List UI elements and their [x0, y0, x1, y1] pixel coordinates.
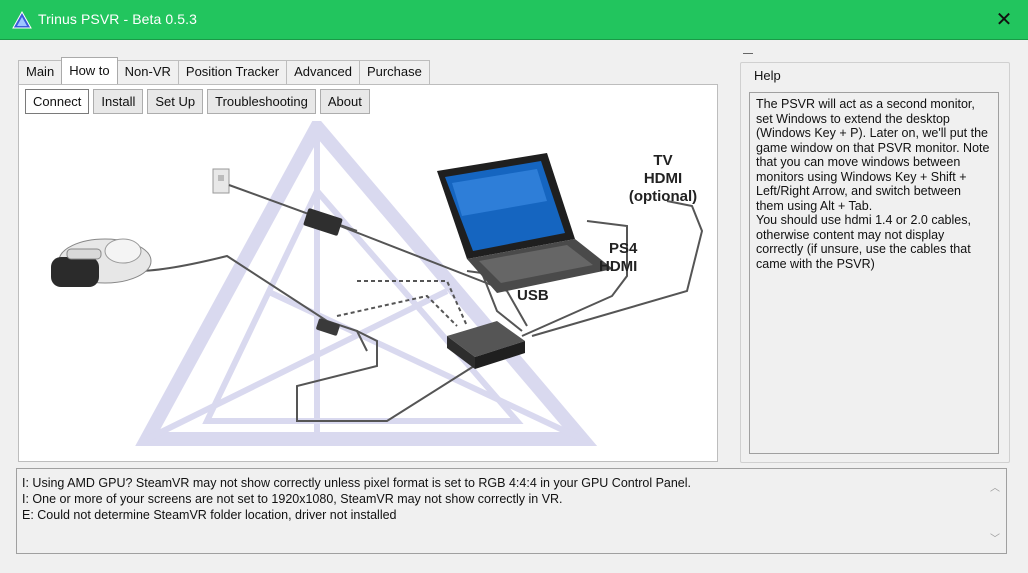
psvr-headset-icon	[51, 238, 152, 287]
tab-how-to[interactable]: How to	[61, 57, 118, 84]
tv-hdmi-label: HDMI	[644, 170, 682, 187]
help-group-legend: Help	[751, 68, 784, 83]
subtab-about[interactable]: About	[319, 89, 370, 114]
help-group-divider	[743, 53, 753, 54]
cable-inline-box-icon	[303, 208, 343, 336]
log-scroll-down-button[interactable]: ﹀	[990, 534, 1000, 545]
trinus-app-icon	[12, 11, 32, 29]
subtab-install[interactable]: Install	[93, 89, 144, 114]
tab-advanced[interactable]: Advanced	[286, 60, 360, 84]
tv-optional-label: (optional)	[629, 188, 697, 205]
tab-position-tracker[interactable]: Position Tracker	[177, 60, 288, 84]
subtab-set-up[interactable]: Set Up	[147, 89, 204, 114]
tab-non-vr[interactable]: Non-VR	[116, 60, 179, 84]
tab-main[interactable]: Main	[18, 60, 63, 84]
connection-diagram: TV HDMI (optional) PS4 HDMI USB	[27, 121, 711, 457]
help-text-box[interactable]: The PSVR will act as a second monitor, s…	[749, 92, 999, 454]
title-bar[interactable]: Trinus PSVR - Beta 0.5.3 ✕	[0, 0, 1028, 40]
processor-unit-icon	[447, 321, 525, 369]
log-line: I: One or more of your screens are not s…	[22, 492, 563, 506]
ps4-label: PS4	[609, 240, 638, 257]
help-group: Help The PSVR will act as a second monit…	[740, 53, 1010, 463]
log-line: E: Could not determine SteamVR folder lo…	[22, 508, 397, 522]
log-lines: I: Using AMD GPU? SteamVR may not show c…	[22, 475, 691, 523]
window-title: Trinus PSVR - Beta 0.5.3	[38, 11, 198, 27]
log-line: I: Using AMD GPU? SteamVR may not show c…	[22, 476, 692, 490]
ps4-hdmi-label: HDMI	[599, 258, 637, 275]
log-output-box[interactable]: I: Using AMD GPU? SteamVR may not show c…	[16, 468, 1007, 554]
tv-label: TV	[653, 152, 672, 169]
close-window-button[interactable]: ✕	[995, 9, 1013, 31]
log-scroll-up-button[interactable]: ︿	[990, 483, 1000, 494]
wall-outlet-icon	[212, 168, 230, 194]
laptop-icon	[437, 153, 613, 293]
usb-label: USB	[517, 287, 549, 304]
connection-diagram-svg: TV HDMI (optional) PS4 HDMI USB	[51, 121, 704, 446]
subtab-connect[interactable]: Connect	[25, 89, 90, 114]
subtab-troubleshooting[interactable]: Troubleshooting	[207, 89, 316, 114]
tab-purchase[interactable]: Purchase	[358, 60, 430, 84]
